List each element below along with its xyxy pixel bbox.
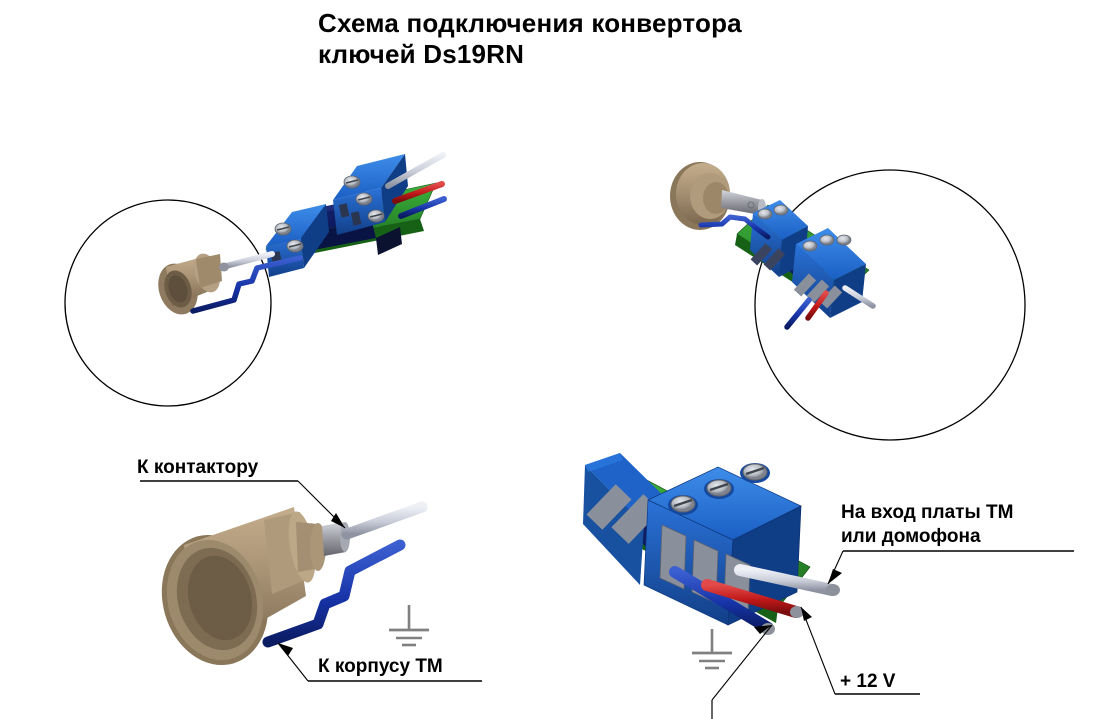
output-wires-right xyxy=(784,285,876,330)
callout-contactor: К контактору xyxy=(137,457,259,478)
wire-output-ground-left xyxy=(398,196,447,219)
wire-contactor-detail xyxy=(322,501,428,556)
leader-power xyxy=(800,606,920,695)
highlight-circle-left xyxy=(64,199,272,407)
view-assembly-overview-right xyxy=(670,162,1026,441)
tm-reader-right xyxy=(670,162,766,230)
wire-power-detail xyxy=(701,579,802,618)
highlight-circle-right xyxy=(754,169,1026,441)
wire-output-power-right xyxy=(805,290,829,321)
view-terminal-block-detail xyxy=(583,453,1074,719)
wire-contactor-left xyxy=(219,251,275,270)
wire-output-power-left xyxy=(392,181,445,204)
callout-power: + 12 V xyxy=(840,671,896,692)
terminal-block-2pin-left xyxy=(266,204,329,277)
ferrule-power xyxy=(790,606,804,618)
ground-symbol-right xyxy=(692,629,732,670)
wire-ground-detail xyxy=(669,566,774,634)
wire-output-ground-right xyxy=(784,297,812,330)
wire-output-tm-left xyxy=(385,152,446,189)
ferrule-left xyxy=(219,262,229,272)
wire-tm-input-detail xyxy=(734,564,838,596)
view-tm-reader-detail xyxy=(140,480,482,682)
output-wires-detail xyxy=(669,564,840,635)
leader-tm-input xyxy=(827,550,1074,585)
page-title: Схема подключения конвертора ключей Ds19… xyxy=(318,8,742,69)
leader-contactor xyxy=(140,480,346,529)
view-assembly-overview-left xyxy=(64,152,447,407)
wire-tm-body-right xyxy=(698,214,771,240)
leader-ground xyxy=(711,624,773,719)
callout-tm-body: К корпусу ТМ xyxy=(318,656,443,677)
terminal-block-3pin-left xyxy=(333,154,408,235)
wire-output-tm-right xyxy=(842,285,876,309)
wire-tm-body-detail xyxy=(262,539,406,648)
leader-tm-body xyxy=(277,642,482,682)
tm-reader-detail-body xyxy=(161,507,326,666)
ground-symbol-left xyxy=(389,605,429,647)
tm-reader-left xyxy=(158,253,222,315)
ferrule-tm xyxy=(826,584,840,596)
callout-tm-input: На вход платы ТМ или домофона xyxy=(841,502,1014,547)
wire-tm-body-left xyxy=(190,255,303,314)
output-wires-left xyxy=(385,152,447,219)
